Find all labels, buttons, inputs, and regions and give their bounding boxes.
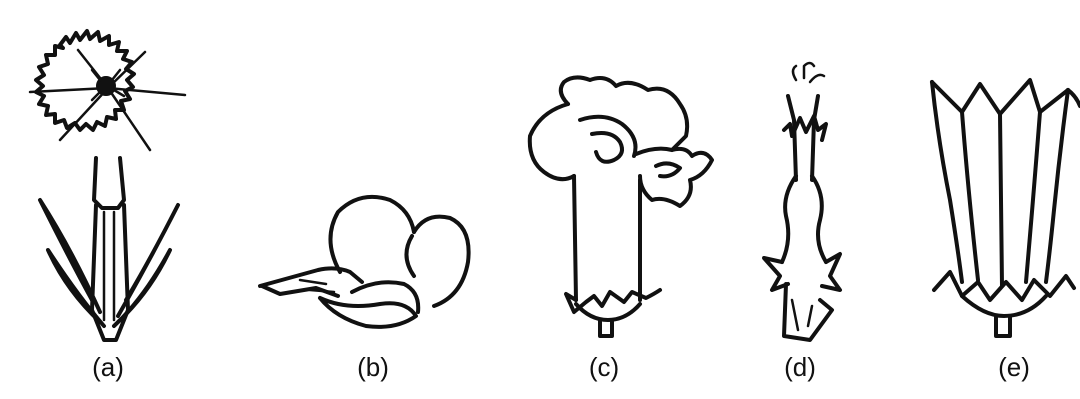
tubular-flower-icon xyxy=(764,63,840,340)
caption-a: (a) xyxy=(92,352,124,383)
pea-flower-icon xyxy=(260,197,469,327)
carnation-flower-icon xyxy=(30,31,185,340)
caption-d: (d) xyxy=(784,352,816,383)
caption-c: (c) xyxy=(589,352,619,383)
bell-flower-icon xyxy=(932,80,1080,336)
caption-e: (e) xyxy=(998,352,1030,383)
snapdragon-flower-icon xyxy=(530,77,712,336)
caption-b: (b) xyxy=(357,352,389,383)
